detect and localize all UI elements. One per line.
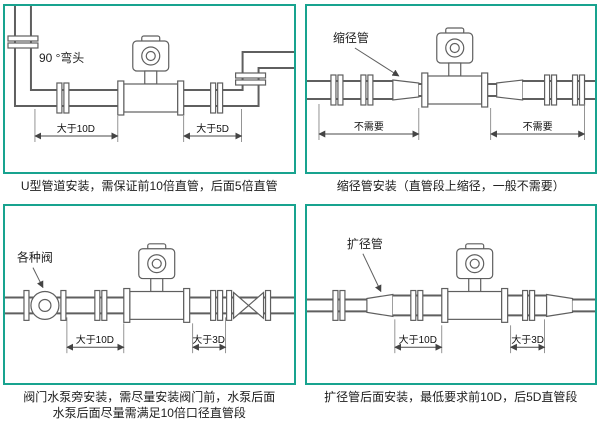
caption-text-line2: 水泵后面尽量需满足10倍口径直管段: [52, 405, 246, 420]
expander-taper-icon: [365, 294, 393, 318]
caption-text-line1: 阀门水泵旁安装，需尽量安装阀门前，水泵后面: [23, 390, 276, 405]
reducer-taper-icon: [391, 79, 419, 101]
flowmeter-icon: [440, 243, 508, 324]
panel-valve: 各种阀 大于10D 大于3D 阀门水泵旁安装，需尽量安装阀门前，水泵后面 水泵后…: [3, 204, 296, 425]
caption-text: 扩径管后面安装，最低要求前10D，后5D直管段: [324, 390, 578, 405]
u-type-pipe-diagram: 90 °弯头 大于10D 大于5D: [7, 6, 294, 142]
panel-reducer: 缩径管 不需要 不需要 缩径管安装（直管段上缩径，一般不需要）: [304, 4, 598, 198]
reducer-diagram-frame: 缩径管 不需要 不需要: [304, 4, 597, 174]
u-type-diagram-frame: 90 °弯头 大于10D 大于5D: [3, 4, 296, 174]
elbow-label: 90 °弯头: [39, 50, 84, 65]
expander-diagram-frame: 扩径管 大于10D 大于3D: [304, 204, 597, 386]
dim-left-label: 不需要: [353, 121, 383, 133]
valve-label: 各种阀: [17, 250, 53, 265]
dim-right-label: 大于5D: [196, 122, 229, 135]
flowmeter-icon: [420, 27, 488, 108]
caption-text: 缩径管安装（直管段上缩径，一般不需要）: [336, 179, 565, 193]
dim-left-label: 大于10D: [76, 333, 114, 346]
dim-right-label: 大于3D: [192, 333, 225, 346]
expander-label: 扩径管: [346, 236, 382, 251]
expander-taper-icon: [545, 294, 573, 318]
reducer-taper-icon: [495, 79, 523, 101]
panel-caption: 阀门水泵旁安装，需尽量安装阀门前，水泵后面 水泵后面尽量需满足10倍口径直管段: [3, 385, 296, 421]
valve-diagram-frame: 各种阀 大于10D 大于3D: [3, 204, 296, 386]
caption-text: U型管道安装，需保证前10倍直管，后面5倍直管: [20, 179, 278, 193]
expander-pipe-diagram: 扩径管 大于10D 大于3D: [306, 236, 595, 354]
dim-right-label: 不需要: [522, 121, 552, 133]
panel-expander: 扩径管 大于10D 大于3D 扩径管后面安装，最低要求前10D，后5D直管段: [304, 204, 598, 425]
gate-valve-icon: [226, 290, 272, 322]
panel-caption: U型管道安装，需保证前10倍直管，后面5倍直管: [3, 174, 296, 195]
panel-caption: 扩径管后面安装，最低要求前10D，后5D直管段: [305, 385, 598, 406]
reducer-pipe-diagram: 缩径管 不需要 不需要: [306, 27, 595, 140]
panel-u-type: 90 °弯头 大于10D 大于5D U型管道安装，需保证前10倍直管，后面5倍直…: [3, 4, 296, 198]
valve-pipe-diagram: 各种阀 大于10D 大于3D: [5, 243, 294, 354]
flowmeter-icon: [117, 35, 185, 116]
dim-right-label: 大于3D: [511, 333, 544, 346]
panel-caption: 缩径管安装（直管段上缩径，一般不需要）: [305, 174, 598, 195]
dim-left-label: 大于10D: [398, 333, 436, 346]
reducer-label: 缩径管: [332, 30, 368, 45]
dim-left-label: 大于10D: [57, 122, 95, 135]
flowmeter-icon: [123, 243, 191, 324]
